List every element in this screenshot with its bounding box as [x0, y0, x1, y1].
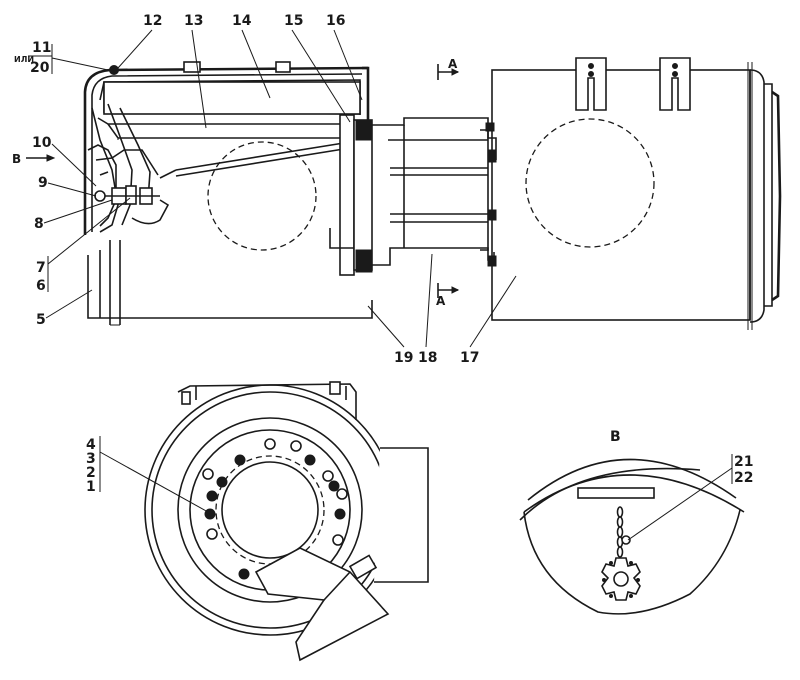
hanger-left — [575, 57, 607, 111]
view-b-outer-arc — [527, 458, 737, 501]
valve-knob — [94, 190, 106, 202]
callout-8: 8 — [34, 216, 44, 232]
star-knob — [601, 557, 641, 601]
section-a-a-view: 4 3 2 1 — [86, 381, 429, 662]
callout-22: 22 — [734, 470, 753, 486]
chain — [616, 506, 624, 558]
right-drum — [491, 69, 751, 321]
upper-chamber — [103, 81, 361, 115]
callout-1: 1 — [86, 479, 96, 495]
top-tab-2 — [275, 61, 291, 73]
callout-13: 13 — [184, 13, 203, 29]
section-a-top-label: A — [448, 57, 458, 71]
callout-10: 10 — [32, 135, 52, 151]
callout-6: 6 — [36, 278, 46, 294]
bolt-ring — [202, 438, 348, 580]
top-bracket — [177, 383, 357, 420]
callout-20: 20 — [30, 60, 50, 76]
callout-5: 5 — [36, 312, 46, 328]
view-b-title: B — [610, 429, 621, 445]
callout-3: 3 — [86, 451, 96, 467]
flange-ring-outer — [177, 417, 363, 603]
callout-12: 12 — [143, 13, 162, 29]
callout-16: 16 — [326, 13, 345, 29]
callout-19: 19 — [394, 350, 413, 366]
callout-4: 4 — [86, 437, 96, 453]
ili-label: ИЛИ — [14, 55, 34, 64]
cap-12 — [109, 65, 119, 75]
callout-17: 17 — [460, 350, 479, 366]
view-b-arrow-label: B — [12, 152, 21, 166]
callout-14: 14 — [232, 13, 252, 29]
hanger-right — [659, 57, 691, 111]
fitting-nut — [125, 185, 137, 205]
nameplate — [577, 487, 655, 499]
top-tab-1 — [183, 61, 201, 73]
section-a-bottom-label: A — [436, 294, 446, 308]
side-elevation-view: A A B 11 ИЛИ 20 12 13 — [12, 13, 782, 366]
callout-2: 2 — [86, 465, 96, 481]
flange-ring — [353, 119, 373, 271]
central-bore — [221, 461, 319, 559]
callout-9: 9 — [38, 175, 48, 191]
discharge-spout — [254, 547, 390, 662]
side-box — [374, 447, 429, 583]
hidden-circle-right — [525, 118, 655, 248]
callout-21: 21 — [734, 454, 753, 470]
view-b: B 21 22 — [519, 429, 753, 615]
left-housing-outline — [87, 255, 373, 319]
flange-plate — [339, 114, 355, 276]
callout-18: 18 — [418, 350, 437, 366]
callout-11: 11 — [32, 40, 51, 56]
callout-7: 7 — [36, 260, 46, 276]
hidden-circle-left — [207, 141, 317, 251]
callout-15: 15 — [284, 13, 303, 29]
